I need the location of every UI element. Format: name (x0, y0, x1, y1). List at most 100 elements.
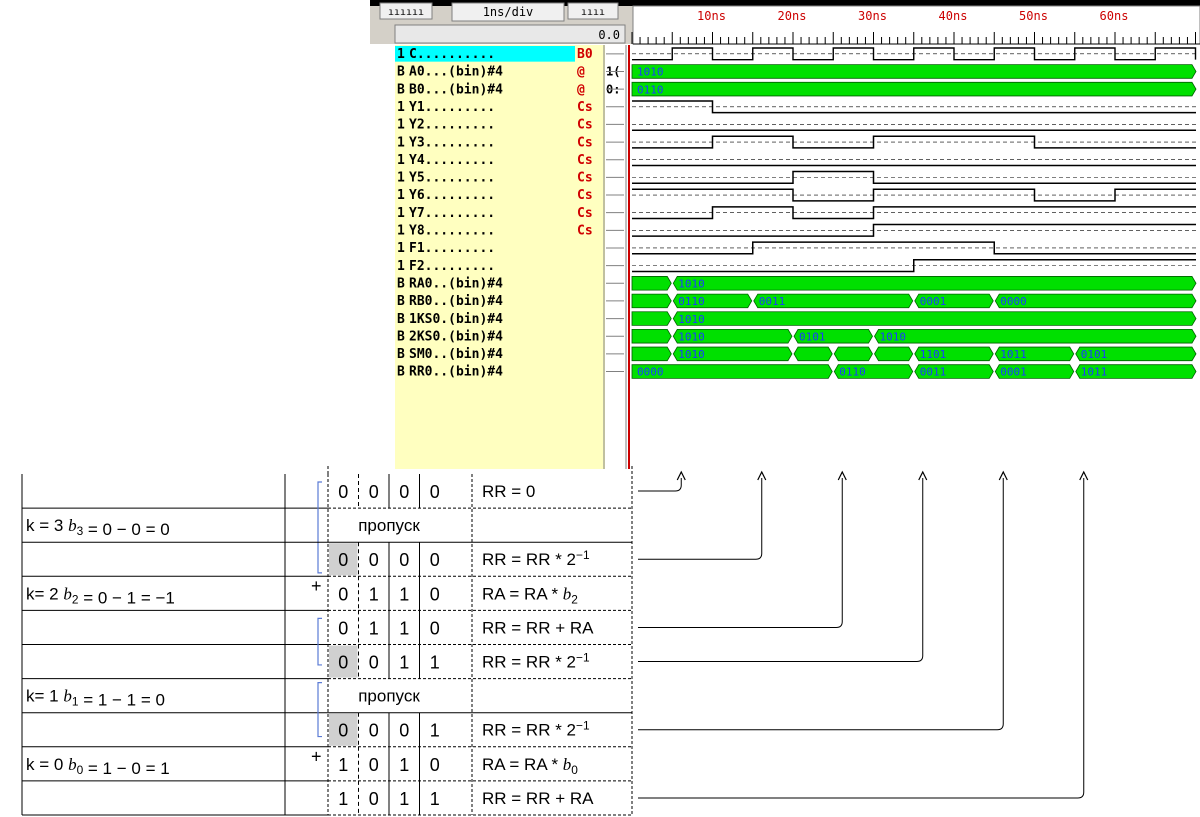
operation-label: RR = RR * 2−1 (482, 548, 590, 569)
signal-badge: Cs (577, 188, 593, 203)
bit-waveform (632, 241, 1196, 255)
plus-sign: + (311, 576, 322, 596)
bit-cell: 1 (369, 618, 379, 638)
signal-radix: B (397, 365, 405, 380)
bus-value: 0011 (920, 366, 947, 379)
bus-value: 0110 (839, 366, 866, 379)
bus-segment (1075, 346, 1197, 362)
signal-name: C.......... (409, 47, 495, 62)
signal-radix: 1 (397, 241, 405, 256)
signal-row[interactable]: 1 C.......... B0 (395, 46, 1197, 62)
bus-segment (753, 293, 914, 309)
ruler-label: 60ns (1100, 9, 1129, 23)
bit-cell: 0 (430, 755, 440, 775)
bit-cell: 1 (430, 653, 440, 673)
signal-radix: B (397, 347, 405, 362)
bit-cell: 0 (430, 618, 440, 638)
bus-segment (672, 311, 1197, 326)
signal-radix: 1 (397, 135, 405, 150)
plus-sign: + (311, 747, 322, 767)
bus-segment (631, 293, 672, 309)
signal-radix: B (397, 312, 405, 327)
time-offset-field[interactable] (394, 24, 626, 44)
scale-selector[interactable] (451, 2, 565, 22)
bus-segment (874, 329, 1197, 344)
bit-cell: 0 (369, 755, 379, 775)
signal-badge: B0 (577, 47, 593, 62)
signal-name: Y5......... (409, 171, 495, 186)
zoom-in-button[interactable] (567, 2, 619, 20)
bus-value: 0110 (637, 83, 664, 96)
row-bracket (317, 617, 322, 666)
time-ruler (632, 5, 1200, 45)
operation-label: RR = RR + RA (482, 789, 594, 808)
bit-cell: 0 (338, 550, 348, 570)
bus-segment (833, 364, 914, 379)
bus-value: 1010 (880, 330, 907, 343)
bus-value: 0000 (1000, 295, 1027, 308)
signal-badge: Cs (577, 206, 593, 221)
bus-segment (793, 329, 873, 344)
bit-cell: 0 (430, 550, 440, 570)
arrow-head-icon (837, 470, 847, 481)
signal-name: B0...(bin)#4 (409, 82, 503, 97)
operation-label: RR = RR + RA (482, 618, 594, 637)
bit-cell: 1 (430, 789, 440, 809)
bus-segment (631, 276, 672, 291)
ruler-label: 10ns (697, 9, 726, 23)
bit-cell: 0 (338, 618, 348, 638)
operation-label: RA = RA * b2 (482, 584, 578, 606)
signal-badge: Cs (577, 171, 593, 186)
bus-value: 1010 (678, 277, 705, 290)
bus-value: 0001 (1000, 366, 1027, 379)
signal-radix: B (397, 294, 405, 309)
timing-arrow (638, 478, 682, 492)
signal-radix: B (397, 82, 405, 97)
bus-value: 0101 (1081, 348, 1108, 361)
signal-name: RR0..(bin)#4 (409, 365, 503, 380)
signal-name: RA0..(bin)#4 (409, 276, 503, 291)
zoom-out-button[interactable] (379, 2, 433, 20)
bus-segment (672, 276, 1197, 291)
signal-name: Y4......... (409, 153, 495, 168)
k-label: k = 3 b3 = 0 − 0 = 0 (26, 516, 170, 539)
ruler-label: 50ns (1019, 9, 1048, 23)
bit-cell: 1 (430, 721, 440, 741)
arrow-head-icon (998, 470, 1008, 481)
arrow-head-icon (757, 470, 767, 481)
signal-name: 1KS0.(bin)#4 (409, 312, 503, 327)
signal-radix: 1 (397, 47, 405, 62)
signal-radix: B (397, 65, 405, 80)
signal-radix: 1 (397, 153, 405, 168)
signal-radix: 1 (397, 100, 405, 115)
signal-badge: Cs (577, 118, 593, 133)
ruler-label: 20ns (778, 9, 807, 23)
bit-cell: 0 (369, 482, 379, 502)
skip-label: пропуск (358, 687, 420, 706)
signal-name: Y3......... (409, 135, 495, 150)
timing-arrow (638, 478, 763, 560)
